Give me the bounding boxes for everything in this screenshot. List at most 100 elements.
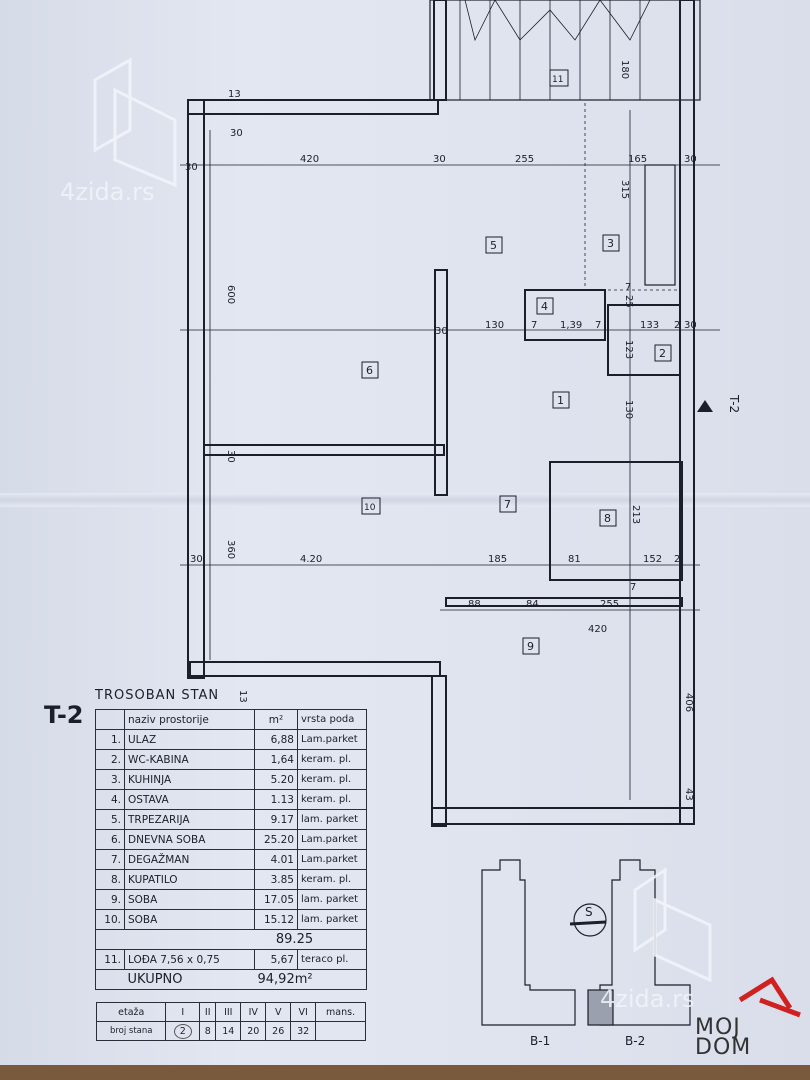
dim-label: 43 [683, 788, 694, 801]
dim-label: 213 [630, 505, 641, 524]
dim-label: 133 [640, 320, 659, 331]
dim-label: 30 [185, 162, 198, 173]
dim-label: 81 [568, 554, 581, 565]
dim-label: 30 [684, 154, 697, 165]
watermark-text: 4zida.rs [600, 985, 695, 1013]
dim-label: 123 [623, 340, 634, 359]
room-tag-4: 4 [536, 297, 554, 315]
table-header: naziv prostorije m² vrsta poda [95, 709, 367, 730]
dim-label: 420 [588, 624, 607, 635]
walls [187, 0, 701, 827]
dim-label: 1,39 [560, 320, 582, 331]
dim-label: 4.20 [300, 554, 322, 565]
dim-label: 30 [230, 128, 243, 139]
dim-label: 165 [628, 154, 647, 165]
dim-label: 84 [526, 599, 539, 610]
dim-label: 7 [531, 320, 537, 331]
room-tag-8: 8 [599, 509, 617, 527]
svg-text:10: 10 [364, 503, 376, 513]
dim-label: 7 [595, 320, 601, 331]
moj-dom-logo: MOJ DOM [695, 1017, 752, 1060]
dim-label: 315 [619, 180, 630, 199]
dim-label: 360 [225, 540, 236, 559]
watermark-text: 4zida.rs [60, 178, 155, 206]
svg-text:T-2: T-2 [727, 394, 741, 413]
svg-text:9: 9 [527, 640, 534, 653]
dim-label: 30 [684, 320, 697, 331]
room-tag-6: 6 [361, 361, 379, 379]
svg-text:2: 2 [659, 347, 666, 360]
watermark-logo-icon [93, 57, 712, 983]
logo-line: DOM [695, 1035, 752, 1060]
dim-label: 130 [623, 400, 634, 419]
dim-label: 130 [485, 320, 504, 331]
dim-label: 600 [225, 285, 236, 304]
subtotal-row: 89.25 [95, 929, 367, 950]
svg-text:S: S [585, 905, 593, 919]
apartment-tag: T-2 [44, 701, 84, 729]
svg-text:11: 11 [552, 75, 563, 85]
stair-hatching [459, 0, 651, 100]
svg-text:5: 5 [490, 239, 497, 252]
svg-text:4: 4 [541, 300, 548, 313]
dim-label: 30 [225, 450, 236, 463]
svg-text:7: 7 [504, 498, 511, 511]
room-tag-10: 10 [361, 497, 381, 515]
section-marker: T-2 [697, 394, 741, 413]
site-plan: S B-1 B-2 [481, 859, 691, 1048]
room-tag-7: 7 [499, 495, 517, 513]
compass-icon [573, 903, 607, 937]
dim-label: 88 [468, 599, 481, 610]
dimension-labels: 13 30 30 420 30 255 165 30 180 315 600 3… [185, 60, 697, 801]
svg-text:6: 6 [366, 364, 373, 377]
dim-label: 2 [674, 554, 680, 565]
dim-label: 7 [630, 582, 636, 593]
room-tag-1: 1 [552, 391, 570, 409]
room-tag-5: 5 [485, 236, 503, 254]
dim-label: 30 [435, 326, 448, 337]
circled-apartment-number: 2 [173, 1023, 192, 1039]
dim-label: 152 [643, 554, 662, 565]
apartment-title: TROSOBAN STAN [95, 688, 220, 703]
dim-label: 13 [228, 89, 241, 100]
dim-label: 185 [488, 554, 507, 565]
room-tag-11: 11 [549, 69, 569, 87]
dim-label: 7 [625, 282, 631, 293]
dimension-lines [180, 110, 720, 800]
wooden-surface [0, 1065, 810, 1080]
svg-text:8: 8 [604, 512, 611, 525]
section-arrow-icon [697, 400, 713, 412]
dim-label: 420 [300, 154, 319, 165]
dim-label: 30 [190, 554, 203, 565]
block-label: B-1 [530, 1034, 550, 1048]
room-number-tags: 1 2 3 4 5 6 7 8 9 10 11 [361, 69, 672, 655]
dim-label: 255 [600, 599, 619, 610]
block-label: B-2 [625, 1034, 645, 1048]
paper-fold [0, 493, 810, 507]
room-tag-3: 3 [602, 234, 620, 252]
dim-label: 2 [674, 320, 680, 331]
dim-label: 25 [623, 295, 634, 308]
svg-text:1: 1 [557, 394, 564, 407]
svg-text:3: 3 [607, 237, 614, 250]
room-tag-9: 9 [522, 637, 540, 655]
dim-label: 13 [237, 690, 248, 703]
dim-label: 30 [433, 154, 446, 165]
